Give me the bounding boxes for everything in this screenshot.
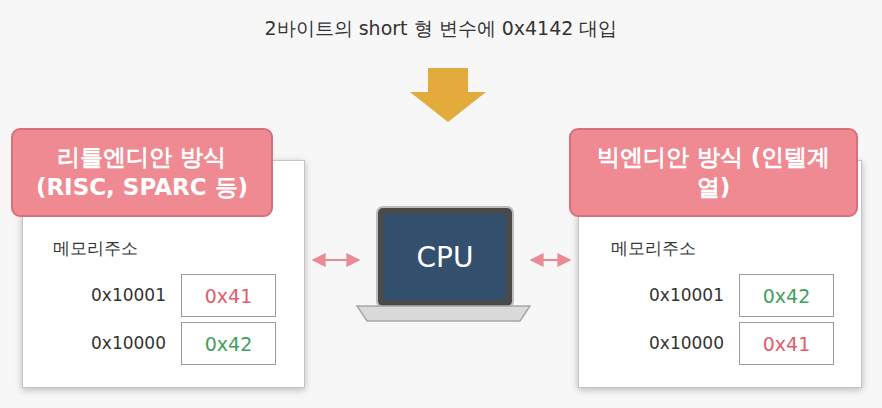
memory-cell: 0x42 — [739, 274, 834, 317]
memory-cell: 0x41 — [181, 274, 276, 317]
memory-address: 0x10001 — [41, 285, 166, 305]
cpu-label: CPU — [417, 241, 474, 274]
memory-cell: 0x41 — [739, 322, 834, 365]
cell-value: 0x41 — [763, 333, 811, 355]
memory-address: 0x10000 — [41, 333, 166, 353]
down-arrow — [410, 68, 486, 122]
cpu-screen: CPU — [384, 214, 506, 300]
memory-address: 0x10000 — [599, 333, 724, 353]
double-arrow — [313, 259, 359, 261]
title: 2바이트의 short 형 변수에 0x4142 대입 — [0, 16, 882, 42]
laptop-lid — [377, 207, 513, 307]
laptop-base — [357, 306, 530, 321]
header-box: 빅엔디안 방식 (인텔계열) — [569, 128, 858, 217]
double-arrow — [531, 259, 570, 261]
memory-panel: 메모리주소리틀엔디안 방식 (RISC, SPARC 등)0x410x420x1… — [22, 160, 305, 388]
header-text: 빅엔디안 방식 (인텔계열) — [589, 143, 839, 203]
memory-panel: 메모리주소빅엔디안 방식 (인텔계열)0x420x410x100010x1000… — [578, 160, 862, 388]
panel-label: 메모리주소 — [53, 237, 138, 260]
header-text: 리틀엔디안 방식 (RISC, SPARC 등) — [26, 143, 258, 203]
cell-value: 0x42 — [205, 333, 253, 355]
memory-address: 0x10001 — [599, 285, 724, 305]
cell-value: 0x42 — [763, 285, 811, 307]
panel-label: 메모리주소 — [611, 237, 696, 260]
cell-value: 0x41 — [205, 285, 253, 307]
header-box: 리틀엔디안 방식 (RISC, SPARC 등) — [11, 128, 273, 217]
memory-cell: 0x42 — [181, 322, 276, 365]
